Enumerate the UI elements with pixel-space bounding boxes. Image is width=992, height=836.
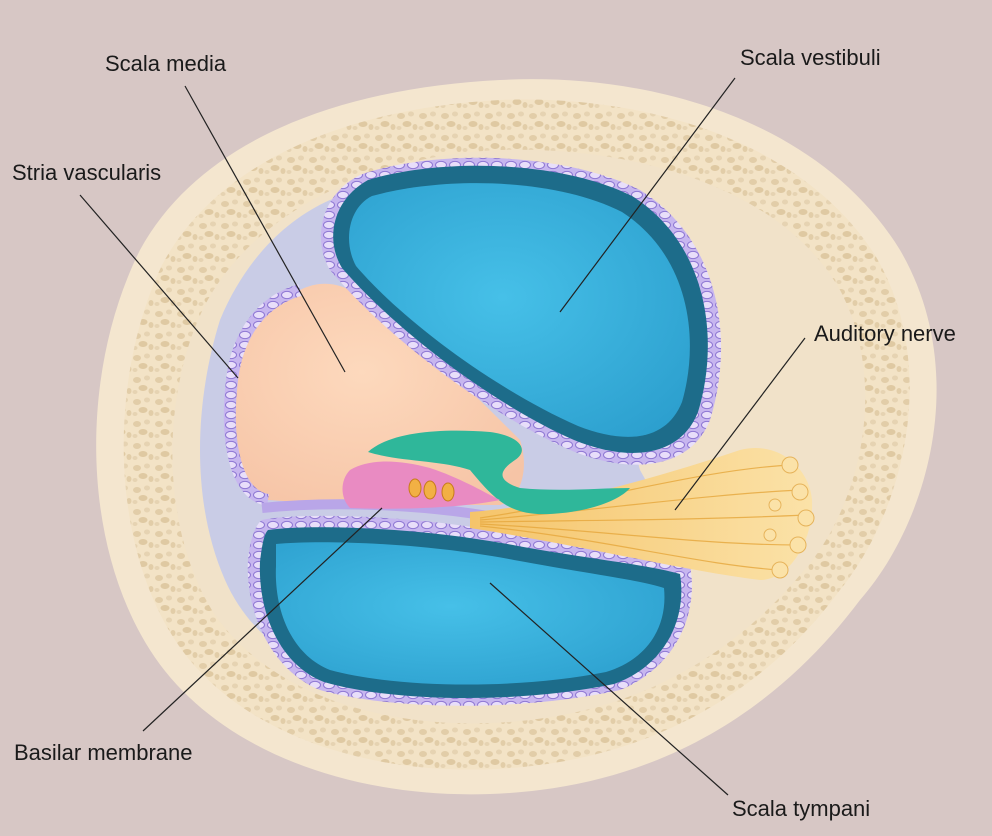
- label-stria-vascularis: Stria vascularis: [12, 162, 161, 184]
- leader-auditory-nerve: [675, 338, 805, 510]
- leader-basilar-membrane: [143, 508, 382, 731]
- leader-scala-media: [185, 86, 345, 372]
- label-auditory-nerve: Auditory nerve: [814, 323, 956, 345]
- leader-scala-vestibuli: [560, 78, 735, 312]
- label-scala-media: Scala media: [105, 53, 226, 75]
- leader-stria-vascularis: [80, 195, 238, 378]
- label-basilar-membrane: Basilar membrane: [14, 742, 193, 764]
- leader-scala-tympani: [490, 583, 728, 795]
- label-scala-tympani: Scala tympani: [732, 798, 870, 820]
- label-scala-vestibuli: Scala vestibuli: [740, 47, 881, 69]
